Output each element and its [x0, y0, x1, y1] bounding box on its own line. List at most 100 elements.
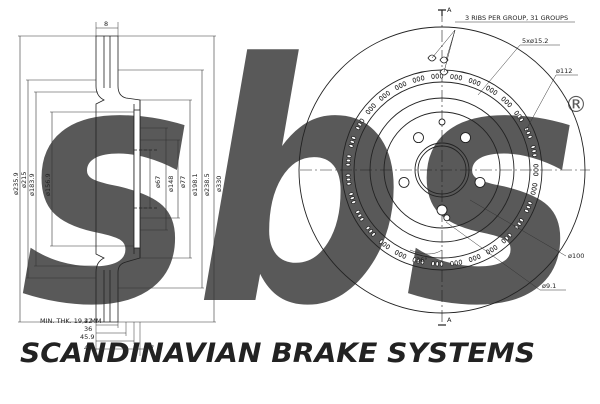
- vent-rib-notch: [398, 251, 403, 257]
- front-labels: A A 3 RIBS PER GROUP, 31 GROUPS 5xø15.2 …: [416, 6, 584, 324]
- vent-rib-notch: [349, 196, 355, 200]
- vent-rib-notch: [533, 172, 539, 176]
- vent-rib-notch: [530, 145, 536, 149]
- vent-rib-notch: [359, 118, 365, 123]
- vent-rib-notch: [527, 201, 533, 205]
- vent-rib-notch: [345, 173, 351, 177]
- vent-rib-notch: [394, 250, 399, 255]
- vent-rib-notch: [348, 144, 354, 148]
- vent-rib-notch: [493, 245, 498, 250]
- vent-rib-notch: [450, 73, 454, 80]
- callout-label: 5xø15.2: [522, 37, 548, 45]
- vent-rib-notch: [507, 102, 512, 108]
- bolt-hole-pattern: [398, 118, 486, 222]
- vent-rib-notch: [379, 96, 384, 101]
- vent-rib-notch: [379, 239, 384, 244]
- depth-labels: MIN. THK. 19,4 MM 22 36 45.9 47 7: [40, 317, 154, 352]
- vent-rib-notch: [530, 191, 536, 195]
- bolt-hole: [398, 176, 410, 188]
- front-view: [298, 9, 590, 326]
- diameter-labels: ø235.9 ø215 ø183.9 ø156.9 ø67 ø148 ø77 ø…: [12, 172, 223, 196]
- vent-rib-notch: [431, 73, 435, 79]
- vent-rib-notch: [532, 183, 538, 187]
- vent-rib-notch: [416, 258, 421, 264]
- vent-rib-notch: [531, 149, 537, 153]
- disc-outer-edge: [298, 26, 586, 314]
- dim-label: ø77: [179, 176, 187, 188]
- depth-dimensions: [95, 322, 150, 356]
- vent-rib-notch: [504, 235, 509, 241]
- vent-rib-notch: [504, 99, 509, 105]
- callout-leaders: [409, 21, 578, 291]
- dim-label: ø215: [20, 172, 28, 188]
- vent-rib-notch: [472, 255, 477, 261]
- vent-rib-notch: [398, 83, 403, 89]
- vent-rib-notch: [458, 259, 463, 265]
- section-marker-bottom: A: [447, 316, 452, 324]
- vent-rib-notch: [345, 163, 351, 167]
- vent-rib-notch: [346, 154, 352, 158]
- vent-rib-notch: [402, 253, 407, 259]
- vent-rib-notch: [355, 210, 361, 214]
- vent-rib-notch: [345, 177, 352, 182]
- vent-rib-notch: [420, 259, 425, 265]
- bolt-hole: [413, 132, 424, 144]
- vent-rib-notch: [402, 81, 407, 87]
- callout-label: ø9.1: [542, 282, 556, 290]
- vent-rib-notch: [382, 93, 387, 98]
- locating-hole: [438, 118, 446, 126]
- callout-label: ø100: [568, 252, 584, 260]
- vent-rib-notch: [524, 209, 530, 213]
- vent-rib-notch: [516, 114, 522, 119]
- rib-detail: [427, 29, 456, 76]
- vent-rib-notch: [348, 192, 354, 196]
- vent-rib-notch: [476, 254, 481, 260]
- vent-rib-notch: [532, 153, 538, 157]
- dim-label: ø235.9: [12, 172, 20, 195]
- vent-rib-notch: [385, 244, 390, 250]
- right-depth-label: 7: [150, 344, 154, 352]
- vent-rib-notch: [476, 80, 481, 86]
- depth-label: 47: [84, 344, 92, 352]
- vent-rib-notch: [435, 73, 439, 79]
- vent-rib-notch: [514, 110, 519, 115]
- friction-ring-inner: [353, 81, 531, 259]
- vent-rib-notch: [450, 260, 454, 267]
- vent-rib-notch: [468, 78, 473, 83]
- vent-rib-notch: [472, 79, 477, 85]
- vent-rib-notch: [533, 168, 539, 172]
- dim-label: ø67: [154, 176, 162, 188]
- vent-rib-notch: [371, 232, 376, 237]
- vent-rib-notch: [357, 122, 363, 127]
- vent-rib-notch: [533, 164, 539, 168]
- vent-rib-notch: [416, 76, 421, 82]
- sbs-watermark-logo: sbs ®: [20, 0, 587, 378]
- vent-rib-notch: [382, 242, 387, 247]
- vent-rib-notch: [385, 90, 390, 96]
- vent-rib-notch: [346, 182, 352, 186]
- vent-rib-notch: [431, 261, 435, 267]
- vent-rib-notch: [357, 213, 363, 218]
- locating-hole: [443, 214, 451, 222]
- vent-rib-notch: [486, 85, 491, 91]
- hat-outer: [369, 97, 515, 243]
- vent-rib-notch: [468, 257, 473, 262]
- depth-label: 36: [84, 325, 92, 333]
- vent-rib-notch: [368, 106, 373, 111]
- dim-label: ø148: [167, 176, 175, 192]
- vent-rib-notch: [519, 117, 524, 122]
- callout-label: ø112: [556, 67, 572, 75]
- vent-rib-notch: [489, 247, 494, 253]
- section-marker-top: A: [447, 6, 452, 14]
- center-bore: [417, 145, 467, 195]
- vent-rib-notch: [365, 225, 371, 231]
- vent-rib-notch: [345, 158, 352, 163]
- dim-label: ø330: [215, 176, 223, 192]
- bolt-hole: [460, 132, 471, 144]
- vent-rib-notch: [394, 85, 399, 90]
- vent-rib-notch: [527, 135, 533, 139]
- hat-inner: [383, 111, 501, 229]
- vent-rib-notch: [501, 96, 506, 102]
